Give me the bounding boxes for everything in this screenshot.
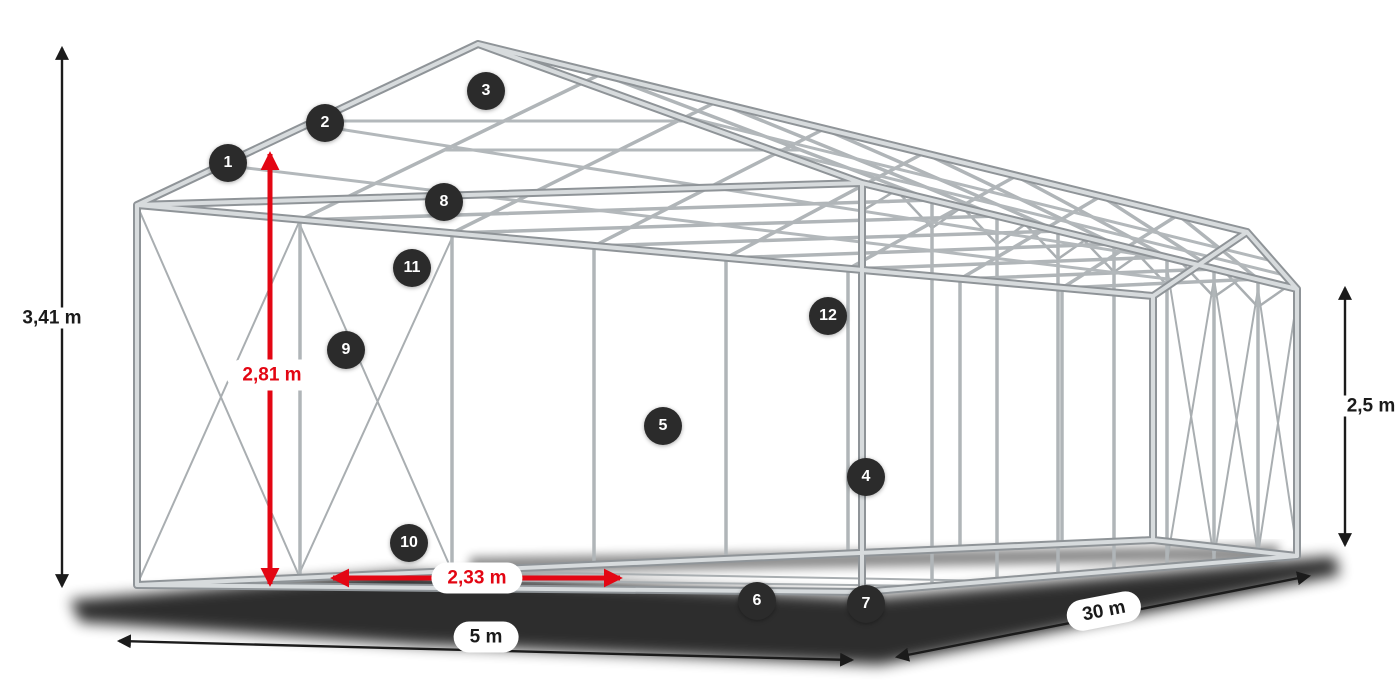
marker-4: 4 bbox=[847, 458, 885, 496]
marker-7: 7 bbox=[847, 585, 885, 623]
marker-9: 9 bbox=[327, 331, 365, 369]
marker-2: 2 bbox=[306, 104, 344, 142]
marker-8: 8 bbox=[425, 183, 463, 221]
wall-brace-lines bbox=[136, 204, 1298, 587]
marker-1: 1 bbox=[209, 144, 247, 182]
inner-width-label: 2,33 m bbox=[431, 562, 523, 594]
marker-3: 3 bbox=[467, 72, 505, 110]
marker-10: 10 bbox=[390, 524, 428, 562]
marker-12: 12 bbox=[809, 297, 847, 335]
roof-purlin-lines bbox=[220, 111, 1286, 282]
side-height-label: 2,5 m bbox=[1341, 395, 1400, 417]
marker-11: 11 bbox=[393, 249, 431, 287]
width-label: 5 m bbox=[453, 621, 519, 653]
marker-6: 6 bbox=[738, 582, 776, 620]
marker-5: 5 bbox=[644, 407, 682, 445]
inner-height-label: 2,81 m bbox=[226, 359, 318, 391]
total-height-label: 3,41 m bbox=[17, 307, 87, 329]
